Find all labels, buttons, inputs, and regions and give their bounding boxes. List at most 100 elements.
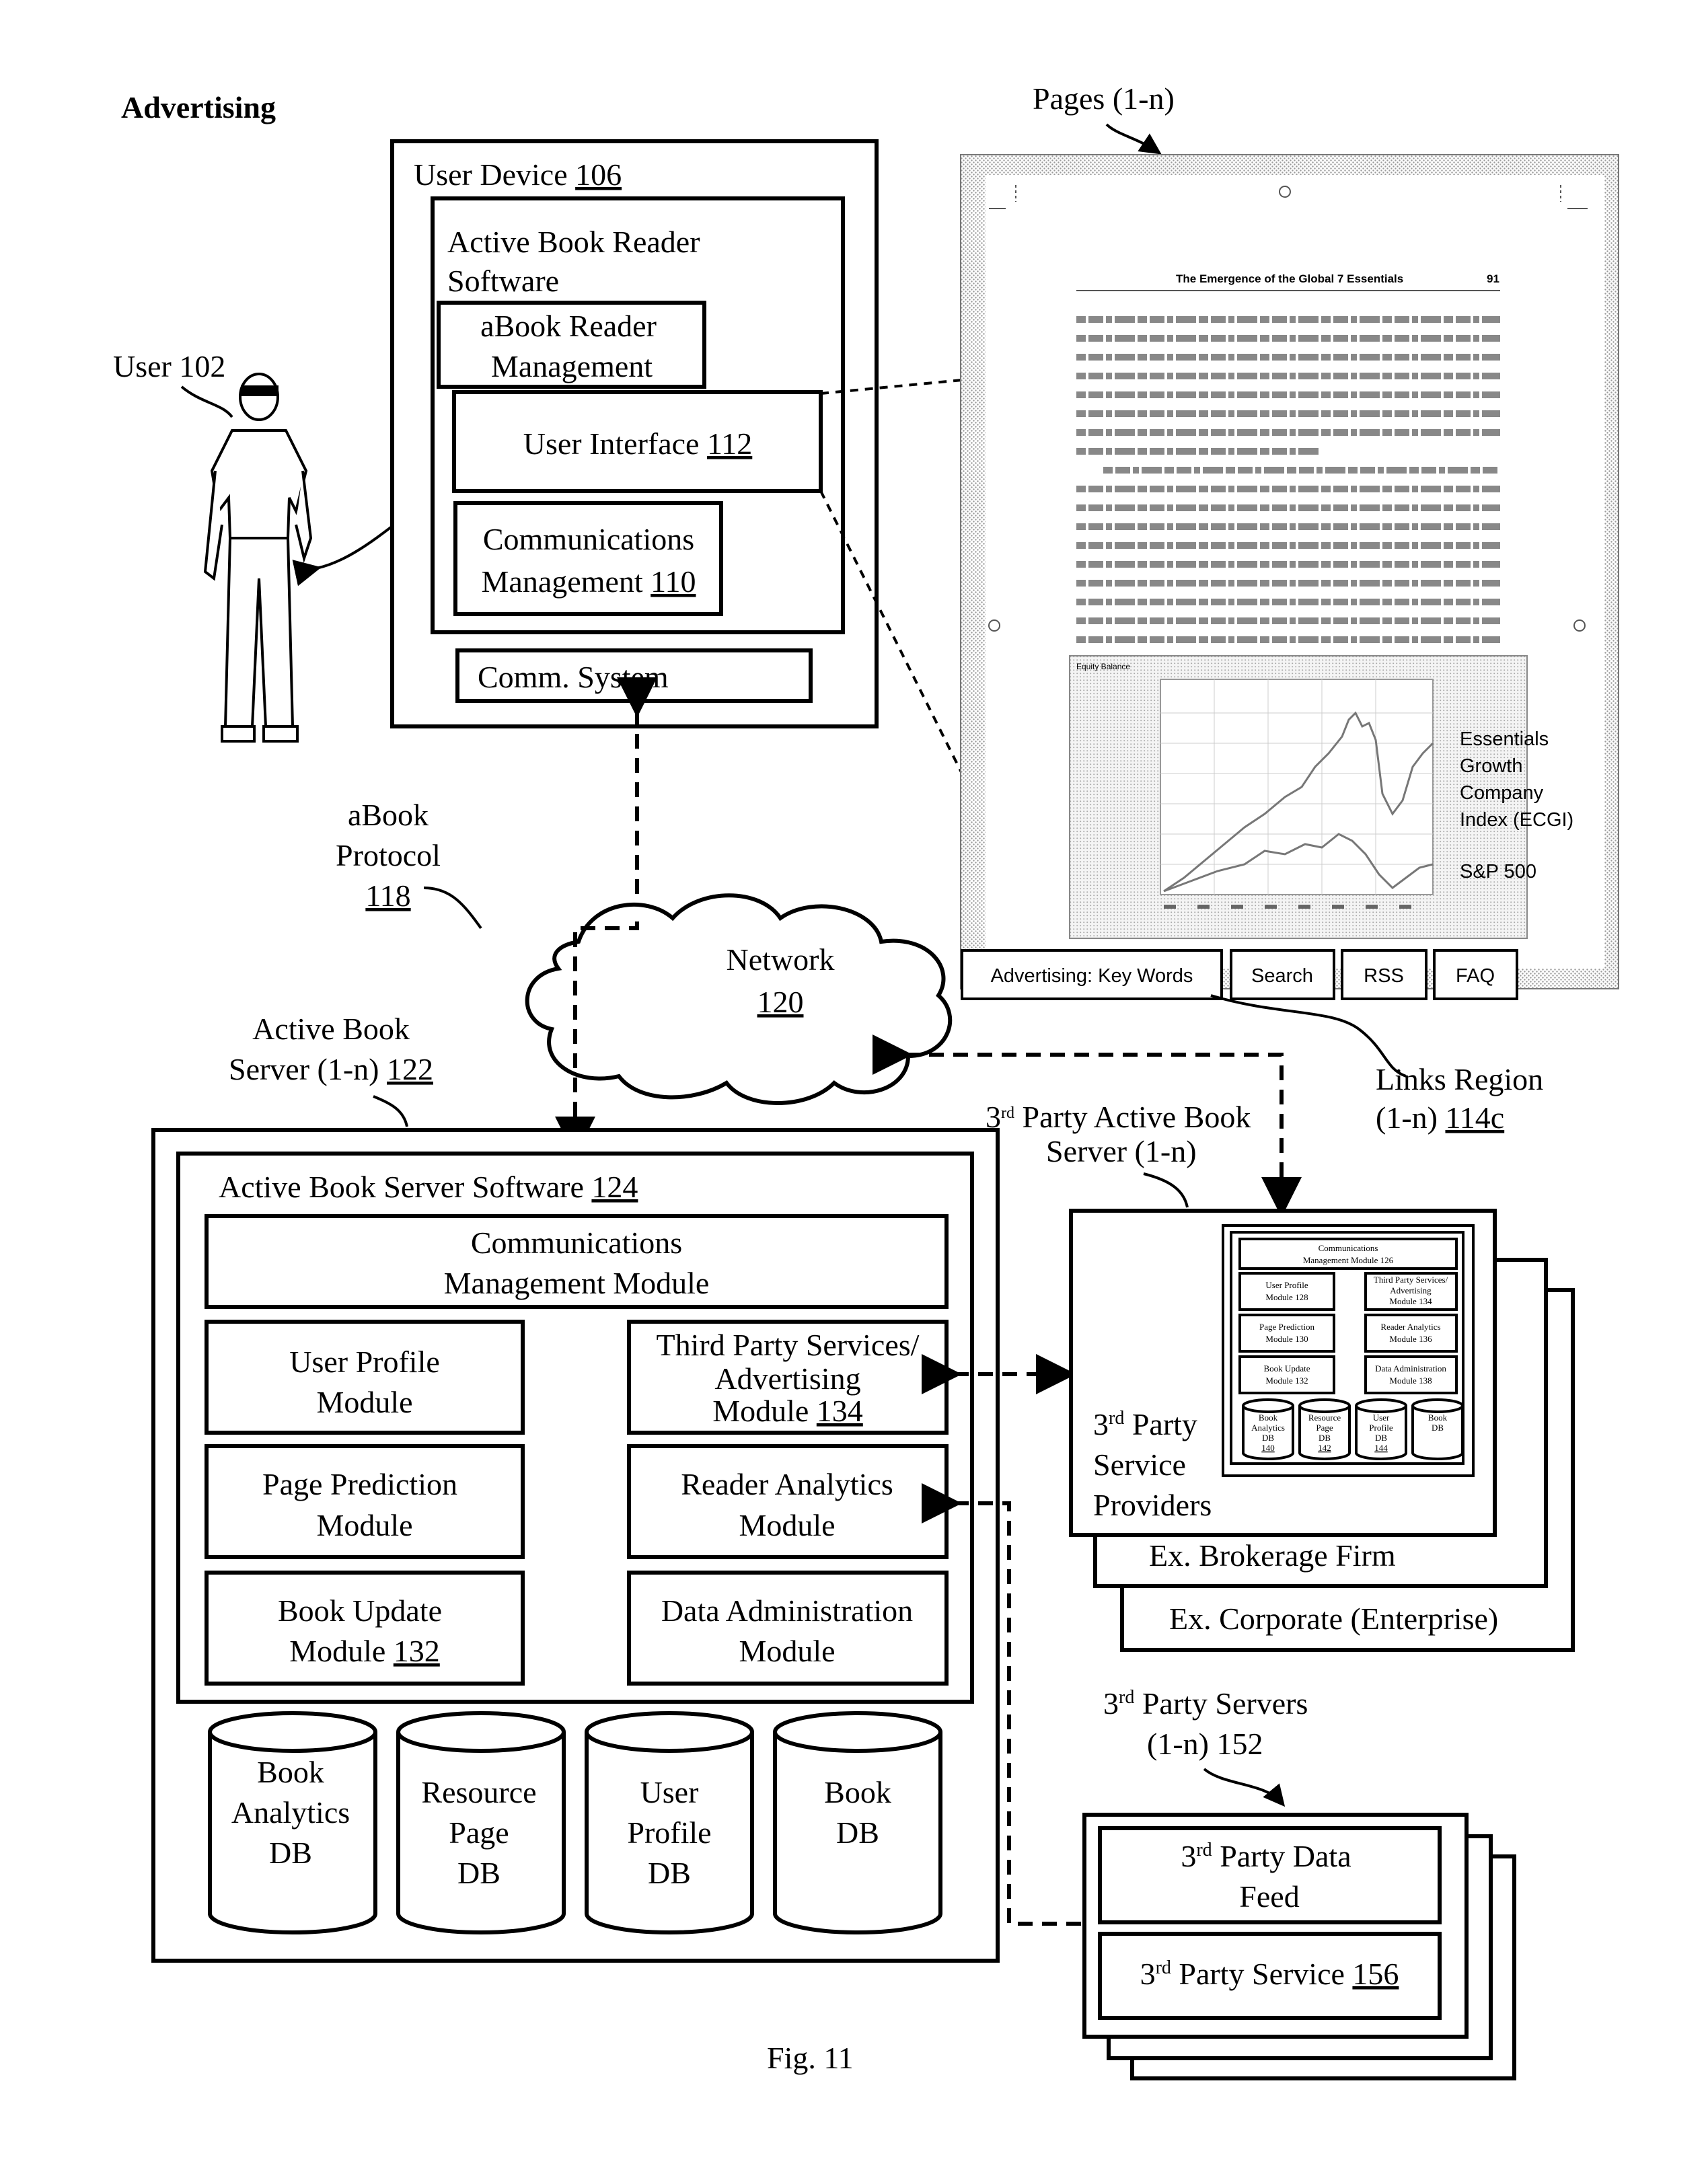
- comm-module-line2: Management Module: [444, 1266, 710, 1300]
- third-party-servers-label-2: (1-n) 152: [1147, 1727, 1263, 1761]
- brokerage-label: Ex. Brokerage Firm: [1149, 1538, 1396, 1573]
- mini-book-update-line2: Module 132: [1265, 1376, 1308, 1386]
- protocol-line1: aBook: [348, 798, 429, 832]
- reader-analytics-module-line2: Module: [739, 1508, 835, 1542]
- page-prediction-module-line2: Module: [316, 1508, 412, 1542]
- comm-mgmt-line1: Communications: [483, 522, 694, 556]
- third-party-module-line2: Advertising: [714, 1361, 860, 1396]
- db-user-profile-line1: User: [640, 1775, 699, 1809]
- comm-mgmt-line2: Management 110: [482, 564, 696, 599]
- mini-db1-line1: Book: [1259, 1413, 1278, 1423]
- third-party-active-leader-line: [1144, 1174, 1187, 1207]
- sp500-label: S&P 500: [1460, 861, 1536, 882]
- mini-data-admin-line2: Module 138: [1389, 1376, 1432, 1386]
- pages-leader-line: [1107, 124, 1157, 151]
- mini-comm-line2: Management Module 126: [1303, 1255, 1394, 1265]
- mini-reader-analytics-line2: Module 136: [1389, 1334, 1432, 1344]
- db-resource-page-line2: Page: [449, 1815, 509, 1850]
- mini-third-party-line3: Module 134: [1389, 1296, 1432, 1306]
- ecgi-label-1: Essentials: [1460, 728, 1549, 750]
- mini-db3-line1: User: [1373, 1413, 1390, 1423]
- mini-db3-ref: 144: [1374, 1443, 1388, 1453]
- mini-data-admin-line1: Data Administration: [1375, 1363, 1446, 1373]
- ecgi-label-2: Growth: [1460, 755, 1522, 777]
- server-label-2: Server (1-n) 122: [229, 1052, 433, 1086]
- mini-user-profile-box: [1240, 1273, 1334, 1310]
- service-label: 3rd Party Service 156: [1140, 1957, 1399, 1991]
- server-leader-line: [373, 1096, 407, 1127]
- user-label: User 102: [113, 349, 225, 383]
- mini-user-profile-line1: User Profile: [1265, 1280, 1308, 1290]
- db-book-analytics-line3: DB: [269, 1836, 312, 1870]
- comm-module-line1: Communications: [471, 1226, 682, 1260]
- network-ref: 120: [757, 985, 804, 1019]
- user-profile-module-line1: User Profile: [289, 1345, 440, 1379]
- mini-db4-line1: Book: [1428, 1413, 1448, 1423]
- figure-caption: Fig. 11: [767, 2041, 854, 2075]
- mini-db3-line2: Profile: [1369, 1423, 1393, 1433]
- header-label: Advertising: [121, 90, 276, 124]
- db-book-line1: Book: [824, 1775, 891, 1809]
- mini-third-party-line2: Advertising: [1390, 1285, 1432, 1295]
- link-rss-label: RSS: [1364, 965, 1404, 987]
- user-device-title: User Device 106: [414, 157, 622, 192]
- mini-book-update-line1: Book Update: [1264, 1363, 1310, 1373]
- db-user-profile-line2: Profile: [627, 1815, 711, 1850]
- reader-mgmt-line1: aBook Reader: [480, 309, 657, 343]
- third-party-servers-label-1: 3rd Party Servers: [1103, 1686, 1308, 1721]
- protocol-line2: Protocol: [336, 838, 441, 872]
- mini-db2-line2: Page: [1316, 1423, 1333, 1433]
- comm-system-label: Comm. System: [478, 660, 669, 694]
- mini-book-update-box: [1240, 1357, 1334, 1393]
- db-resource-page-line1: Resource: [421, 1775, 536, 1809]
- mini-db1-line2: Analytics: [1251, 1423, 1285, 1433]
- links-region-label-1: Links Region: [1376, 1062, 1543, 1096]
- providers-line2: Service: [1093, 1447, 1186, 1482]
- mini-page-prediction-line1: Page Prediction: [1259, 1322, 1314, 1332]
- mini-data-admin-box: [1366, 1357, 1456, 1393]
- link-advertising-keywords-label: Advertising: Key Words: [991, 965, 1193, 987]
- reader-software-line1: Active Book Reader: [447, 225, 700, 259]
- ui-label: User Interface 112: [523, 426, 753, 461]
- page-number: 91: [1487, 272, 1499, 285]
- user-profile-module-line2: Module: [316, 1385, 412, 1419]
- mini-db2-line3: DB: [1319, 1433, 1331, 1443]
- mini-reader-analytics-line1: Reader Analytics: [1380, 1322, 1440, 1332]
- reader-mgmt-line2: Management: [491, 349, 653, 383]
- mini-reader-analytics-box: [1366, 1315, 1456, 1351]
- link-search-label: Search: [1251, 965, 1313, 987]
- third-party-active-label-2: Server (1-n): [1046, 1134, 1197, 1168]
- book-update-module-line1: Book Update: [278, 1593, 442, 1628]
- db-book-analytics-line1: Book: [257, 1755, 324, 1789]
- providers-line3: Providers: [1093, 1488, 1212, 1522]
- user-person-icon: [205, 374, 311, 741]
- ecgi-label-4: Index (ECGI): [1460, 809, 1573, 831]
- third-party-active-label-1: 3rd Party Active Book: [986, 1100, 1251, 1134]
- mini-db2-line1: Resource: [1308, 1413, 1341, 1423]
- protocol-ref: 118: [365, 878, 410, 913]
- third-party-module-line3: Module 134: [712, 1394, 863, 1428]
- running-head: The Emergence of the Global 7 Essentials: [1176, 272, 1403, 285]
- mini-db1-ref: 140: [1261, 1443, 1275, 1453]
- page-prediction-module-line1: Page Prediction: [262, 1467, 457, 1501]
- server-label-1: Active Book: [252, 1012, 410, 1046]
- db-book-line2: DB: [836, 1815, 879, 1850]
- data-admin-module-line2: Module: [739, 1634, 835, 1668]
- page-chart-title: Equity Balance: [1076, 662, 1130, 671]
- mini-db2-ref: 142: [1318, 1443, 1331, 1453]
- reader-analytics-module-line1: Reader Analytics: [681, 1467, 893, 1501]
- mini-page-prediction-box: [1240, 1315, 1334, 1351]
- user-leader-line: [182, 387, 232, 417]
- mini-db1-line3: DB: [1262, 1433, 1274, 1443]
- pages-label: Pages (1-n): [1033, 81, 1175, 116]
- mini-comm-line1: Communications: [1319, 1243, 1378, 1253]
- mini-third-party-line1: Third Party Services/: [1374, 1275, 1448, 1285]
- third-party-module-line1: Third Party Services/: [657, 1328, 920, 1362]
- ecgi-label-3: Company: [1460, 782, 1544, 804]
- network-label: Network: [727, 942, 835, 977]
- protocol-leader-line: [424, 888, 481, 928]
- data-admin-module-line1: Data Administration: [661, 1593, 913, 1628]
- data-feed-line2: Feed: [1239, 1879, 1299, 1914]
- db-user-profile-line3: DB: [648, 1856, 691, 1890]
- mini-db3-line3: DB: [1375, 1433, 1387, 1443]
